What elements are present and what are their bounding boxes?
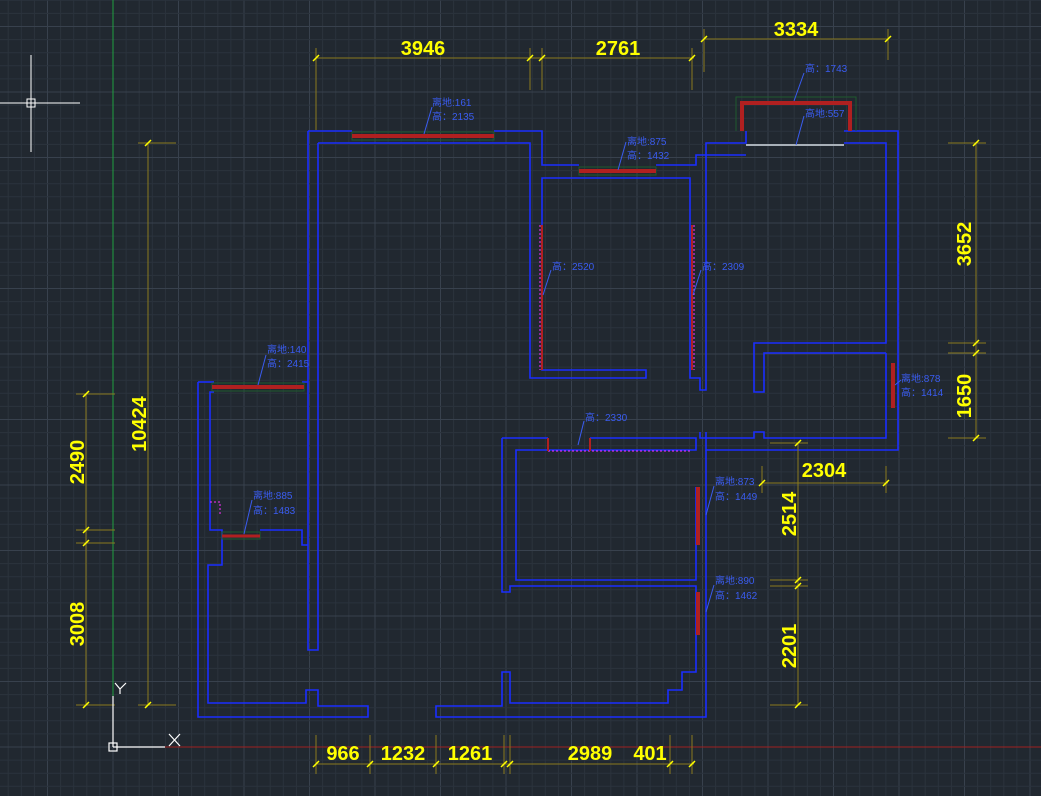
annotation-1-line1: 离地:161 (432, 96, 472, 109)
annotation-10-line1: 离地:885 (253, 489, 293, 502)
dimension-texts: 3946 2761 3334 966 1232 1261 2989 401 23… (67, 19, 976, 765)
annotation-leaders (243, 72, 902, 613)
dim-bottom-1: 966 (326, 743, 359, 765)
crosshair-cursor-icon (0, 55, 80, 152)
dim-top-1: 3946 (401, 38, 446, 60)
annotation-5-line1: 高：2520 (552, 260, 595, 273)
dim-bottom-5: 401 (633, 743, 666, 765)
floor-plan-walls (197, 130, 899, 718)
dim-top-3: 3334 (774, 19, 819, 41)
dimension-ticks (82, 35, 980, 768)
annotation-11-line1: 离地:873 (715, 475, 755, 488)
dim-bottom-2: 1232 (381, 743, 426, 765)
dim-inner-upper: 2514 (779, 491, 801, 536)
dim-left-overall: 10424 (129, 395, 151, 451)
dim-inner-horizontal: 2304 (802, 460, 847, 482)
annotation-2-line1: 离地:875 (627, 135, 667, 148)
annotation-7-line2: 高：2415 (267, 357, 310, 370)
dimension-lines (76, 29, 986, 774)
openings (210, 96, 895, 635)
annotation-8-line1: 离地:878 (901, 372, 941, 385)
annotation-9-line1: 高：2330 (585, 411, 628, 424)
annotation-3-line1: 高：1743 (805, 62, 848, 75)
annotation-12-line2: 高：1462 (715, 589, 758, 602)
dim-bottom-4: 2989 (568, 743, 613, 765)
ucs-icon (108, 682, 181, 752)
annotation-11-line2: 高：1449 (715, 490, 758, 503)
annotation-10-line2: 高：1483 (253, 504, 296, 517)
annotation-7-line1: 离地:140 (267, 343, 307, 356)
dim-right-lower: 1650 (954, 374, 976, 419)
annotation-8-line2: 高：1414 (901, 386, 944, 399)
annotation-1-line2: 高：2135 (432, 110, 475, 123)
annotation-4-line1: 高地:557 (805, 107, 845, 120)
dim-left-upper: 2490 (67, 440, 89, 485)
dim-top-2: 2761 (596, 38, 641, 60)
dim-right-upper: 3652 (954, 222, 976, 267)
annotation-2-line2: 高：1432 (627, 149, 670, 162)
dim-bottom-3: 1261 (448, 743, 493, 765)
annotations: 离地:161 高：2135 离地:875 高：1432 高：1743 高地:55… (253, 62, 944, 602)
dim-inner-lower: 2201 (779, 624, 801, 669)
annotation-6-line1: 高：2309 (702, 260, 745, 273)
dim-left-lower: 3008 (67, 602, 89, 647)
annotation-12-line1: 离地:890 (715, 574, 755, 587)
